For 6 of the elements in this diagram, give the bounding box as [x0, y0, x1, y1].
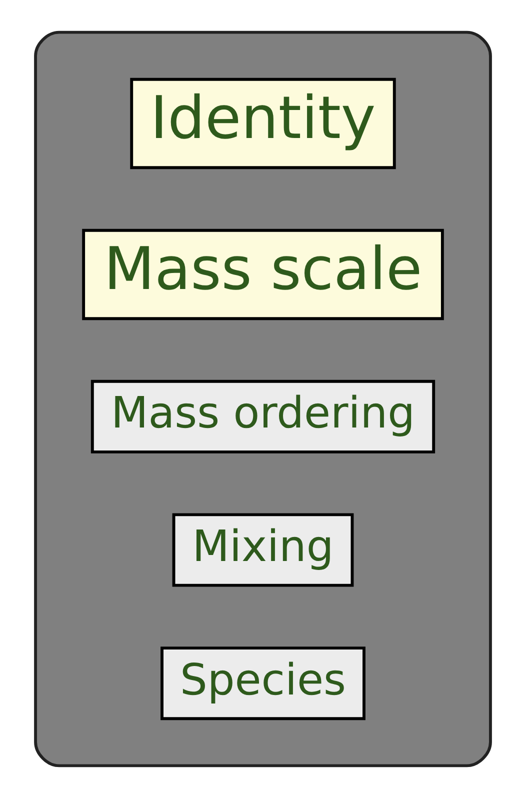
node-box: Species	[160, 646, 365, 720]
node-box: Identity	[130, 78, 396, 170]
node-box: Mixing	[172, 513, 354, 587]
node-box: Mass ordering	[90, 380, 435, 454]
cluster	[34, 30, 492, 768]
node-box: Mass scale	[82, 228, 444, 320]
